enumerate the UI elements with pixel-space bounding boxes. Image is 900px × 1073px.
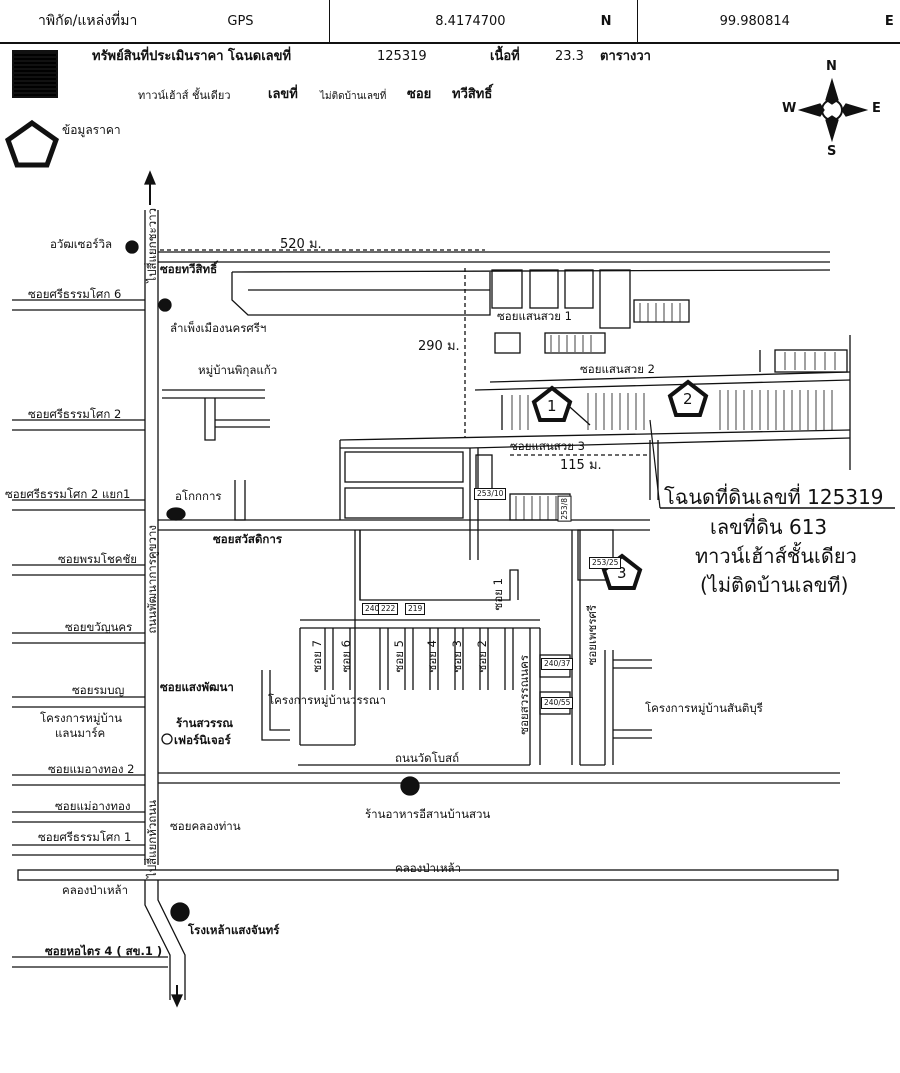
label-santiburi: โครงการหมู่บ้านสันติบุรี bbox=[645, 701, 763, 715]
poi-wall-icon bbox=[158, 298, 172, 312]
label-khwan: ซอยขวัญนคร bbox=[65, 620, 133, 634]
lot-222: 222 bbox=[378, 603, 399, 615]
label-wat-road: ถนนวัดโบสถ์ bbox=[395, 751, 460, 765]
label-wanna-project: โครงการหมู่บ้านวรรณา bbox=[268, 693, 386, 707]
label-saengphatthana: ซอยแสงพัฒนา bbox=[160, 680, 234, 694]
label-phikul: หมู่บ้านพิกุลแก้ว bbox=[198, 363, 278, 377]
coord-source-label: าพิกัด/แหล่งที่มา bbox=[38, 13, 138, 29]
property-title: ทรัพย์สินที่ประเมินราคา โฉนดเลขที่ bbox=[92, 49, 292, 64]
marker-1-label: 1 bbox=[547, 397, 557, 415]
deed-number: 125319 bbox=[377, 49, 427, 64]
label-furniture: เฟอร์นิเจอร์ bbox=[174, 733, 231, 747]
label-sri6: ซอยศรีธรรมโศก 6 bbox=[28, 287, 122, 301]
callout-line3: ทาวน์เฮ้าส์ชั้นเดียว bbox=[695, 544, 857, 568]
label-soi4: ซอย 4 bbox=[425, 640, 439, 673]
house-no-label: เลขที่ bbox=[268, 87, 298, 102]
callout-line1: โฉนดที่ดินเลขที่ 125319 bbox=[664, 485, 884, 509]
lot-240-37: 240/37 bbox=[541, 658, 574, 670]
compass-south: S bbox=[827, 144, 837, 159]
label-chaweng: อวัฒเซอร์วิล bbox=[50, 237, 113, 251]
latitude-dir: N bbox=[600, 13, 612, 29]
compass-north: N bbox=[826, 59, 837, 74]
lot-253-8: 253/8 bbox=[558, 496, 572, 522]
lot-219: 219 bbox=[405, 603, 426, 615]
label-sawan: ซอยสวรรณนคร bbox=[517, 655, 531, 735]
legend-pattern-icon bbox=[12, 50, 58, 98]
label-factory: โรงเหล้าแสงจันทร์ bbox=[188, 923, 280, 937]
label-soi5: ซอย 5 bbox=[392, 640, 406, 673]
callout-line2: เลขที่ดิน 613 bbox=[710, 515, 828, 539]
area-unit: ตารางวา bbox=[600, 49, 651, 64]
label-main-road-south: ไปสี่แยกหัวถนน bbox=[145, 800, 159, 878]
longitude-value: 99.980814 bbox=[719, 13, 790, 29]
label-soi6: ซอย 6 bbox=[339, 640, 353, 673]
area-label: เนื้อที่ bbox=[490, 49, 520, 64]
longitude-dir: E bbox=[884, 13, 894, 29]
distance-115: 115 ม. bbox=[560, 458, 602, 473]
area-value: 23.3 bbox=[555, 49, 584, 64]
label-okkan: อโกกการ bbox=[175, 489, 222, 503]
latitude-value: 8.4174700 bbox=[435, 13, 506, 29]
poi-restaurant-icon bbox=[400, 776, 420, 796]
poi-chaweng-icon bbox=[125, 240, 139, 254]
lot-240-55: 240/55 bbox=[541, 697, 574, 709]
label-sri2: ซอยศรีธรรมโศก 2 bbox=[28, 407, 122, 421]
coord-source-value: GPS bbox=[227, 13, 254, 29]
marker-3-label: 3 bbox=[617, 564, 627, 582]
lot-253-10: 253/10 bbox=[474, 488, 507, 500]
label-soi3: ซอย 3 bbox=[450, 640, 464, 673]
label-sawat: ซอยสวัสดิการ bbox=[213, 532, 283, 546]
label-canal-right: คลองป่าเหล้า bbox=[395, 861, 462, 875]
marker-2-label: 2 bbox=[683, 390, 693, 408]
label-maeang2: ซอยแมอางทอง 2 bbox=[48, 762, 135, 776]
compass-rose-icon bbox=[797, 77, 869, 143]
label-restaurant: ร้านอาหารอีสานบ้านสวน bbox=[365, 807, 491, 821]
label-canal-left: คลองป่าเหล้า bbox=[62, 883, 129, 897]
header-left-cell: าพิกัด/แหล่งที่มา GPS bbox=[0, 0, 331, 42]
label-wall: ลำเพ็งเมืองนครศรีฯ bbox=[170, 321, 267, 335]
compass-east: E bbox=[872, 101, 881, 116]
label-saen1: ซอยแสนสวย 1 bbox=[497, 309, 572, 323]
label-sri2-1: ซอยศรีธรรมโศก 2 แยก1 bbox=[5, 487, 131, 501]
label-sri1: ซอยศรีธรรมโศก 1 bbox=[38, 830, 132, 844]
price-pentagon-icon bbox=[5, 119, 59, 168]
label-soi1: ซอย 1 bbox=[491, 578, 505, 611]
marker-2-pentagon bbox=[667, 379, 709, 417]
marker-1-pentagon bbox=[531, 385, 573, 422]
house-no-value: ไม่ติดบ้านเลขที่ bbox=[320, 91, 387, 102]
price-info-label: ข้อมูลราคา bbox=[62, 123, 121, 137]
label-saen3: ซอยแสนสวย 3 bbox=[510, 439, 585, 453]
header-lon-cell: 99.980814 E bbox=[638, 0, 900, 42]
coordinate-header: าพิกัด/แหล่งที่มา GPS 8.4174700 N 99.980… bbox=[0, 0, 900, 44]
label-saen2: ซอยแสนสวย 2 bbox=[580, 362, 655, 376]
label-landmark: แลนมาร์ค bbox=[55, 726, 106, 740]
label-phetkri: ซอยเพชรศรี bbox=[585, 605, 599, 666]
label-land-project: โครงการหมู่บ้าน bbox=[40, 711, 123, 725]
callout-line4: (ไม่ติดบ้านเลขที) bbox=[700, 573, 849, 597]
lot-253-25: 253/25 bbox=[589, 557, 622, 569]
label-phrom: ซอยพรมโชคชัย bbox=[58, 552, 138, 566]
label-soi2: ซอย 2 bbox=[475, 640, 489, 673]
label-hotrai: ซอยหอไตร 4 ( สข.1 ) bbox=[45, 944, 163, 958]
distance-290: 290 ม. bbox=[418, 339, 460, 354]
label-khlong-than: ซอยคลองท่าน bbox=[170, 819, 241, 833]
header-lat-cell: 8.4174700 N bbox=[330, 0, 638, 42]
label-soi7: ซอย 7 bbox=[310, 640, 324, 673]
distance-520: 520 ม. bbox=[280, 237, 322, 252]
label-furniture-shop: ร้านสวรรณ bbox=[176, 716, 233, 730]
poi-furniture-icon bbox=[161, 733, 173, 745]
label-main-road-north: ไปสี่แยกชะวาว bbox=[145, 208, 159, 283]
label-romyen: ซอยรมบญ bbox=[72, 683, 125, 697]
label-soi-thawi: ซอยทวีสิทธิ์ bbox=[160, 262, 218, 276]
soi-value: ทวีสิทธิ์ bbox=[452, 87, 493, 102]
label-main-road: ถนนพัฒนาการคูขวาง bbox=[145, 525, 159, 634]
soi-label: ซอย bbox=[407, 87, 432, 102]
compass-west: W bbox=[782, 101, 797, 116]
label-maeang: ซอยแม่อางทอง bbox=[55, 799, 131, 813]
property-type: ทาวน์เฮ้าส์ ชั้นเดียว bbox=[138, 89, 231, 102]
poi-okkan-icon bbox=[166, 507, 186, 521]
poi-factory-icon bbox=[170, 902, 190, 922]
